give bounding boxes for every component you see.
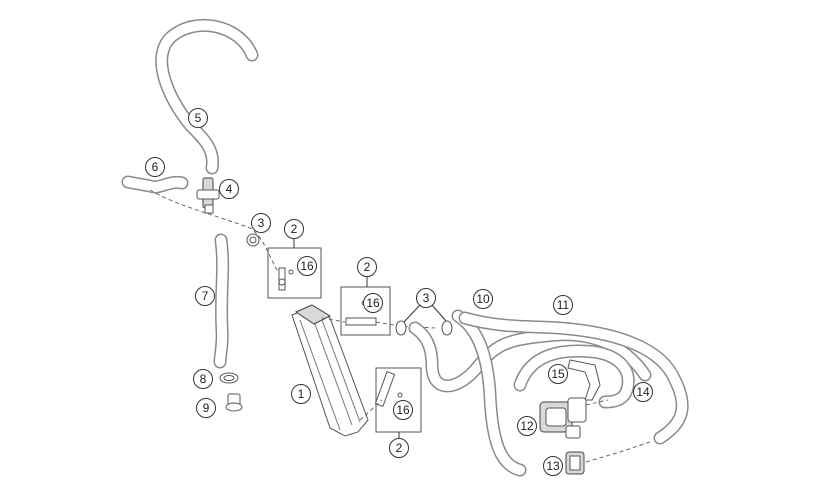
hose-7 (213, 233, 230, 369)
kit-box-2-middle (340, 286, 391, 336)
callout-14: 14 (633, 382, 653, 402)
svg-text:2: 2 (291, 222, 298, 236)
fitting-6 (121, 175, 189, 194)
svg-text:14: 14 (636, 385, 650, 399)
connector-line-upper (149, 189, 281, 276)
svg-text:15: 15 (551, 367, 565, 381)
callout-2-upper: 2 (284, 219, 304, 239)
svg-text:16: 16 (300, 259, 314, 273)
valve-4 (196, 177, 220, 214)
bracket-15 (567, 359, 601, 401)
callout-16-upper: 16 (297, 256, 317, 276)
svg-text:10: 10 (476, 292, 490, 306)
svg-text:3: 3 (258, 216, 265, 230)
callout-7: 7 (195, 286, 215, 306)
nozzle-lower (374, 371, 403, 407)
svg-text:8: 8 (200, 372, 207, 386)
clamp-3-left (395, 320, 407, 336)
svg-text:6: 6 (152, 160, 159, 174)
svg-text:7: 7 (202, 289, 209, 303)
callout-16-middle: 16 (363, 293, 383, 313)
callout-8: 8 (193, 369, 213, 389)
svg-text:16: 16 (396, 403, 410, 417)
svg-text:9: 9 (203, 401, 210, 415)
callout-1: 1 (291, 384, 311, 404)
leader-3-left (403, 304, 421, 323)
callout-16-lower: 16 (393, 400, 413, 420)
svg-text:5: 5 (195, 111, 202, 125)
callout-10: 10 (473, 289, 493, 309)
connector-line-lower (359, 399, 383, 421)
callout-6: 6 (145, 157, 165, 177)
nozzle-upper (278, 267, 294, 291)
leader-3-right (431, 304, 447, 322)
clamp-8 (219, 372, 239, 384)
hose-11-upper (458, 311, 689, 445)
callout-11: 11 (553, 295, 573, 315)
callout-3-middle: 3 (416, 288, 436, 308)
pump-12 (539, 397, 587, 439)
svg-text:3: 3 (423, 291, 430, 305)
connector-line-13 (585, 441, 651, 463)
callout-2-lower: 2 (389, 438, 409, 458)
svg-text:2: 2 (396, 441, 403, 455)
hose-14 (513, 344, 635, 409)
callout-13: 13 (543, 456, 563, 476)
svg-text:12: 12 (520, 419, 534, 433)
svg-text:13: 13 (546, 459, 560, 473)
callout-12: 12 (517, 416, 537, 436)
svg-text:4: 4 (226, 182, 233, 196)
callout-2-middle: 2 (357, 257, 377, 277)
hose-5 (155, 18, 259, 175)
svg-text:2: 2 (364, 260, 371, 274)
callout-15: 15 (548, 364, 568, 384)
callout-9: 9 (196, 398, 216, 418)
callout-5: 5 (188, 108, 208, 128)
connector-line-pump (585, 399, 609, 406)
hose-11 (451, 309, 527, 477)
callout-4: 4 (219, 179, 239, 199)
svg-text:11: 11 (557, 298, 570, 312)
plug-9 (225, 393, 243, 412)
callout-3-upper: 3 (251, 213, 271, 233)
svg-text:16: 16 (366, 296, 380, 310)
fitting-13 (565, 451, 585, 475)
clamp-3-upper (246, 233, 260, 247)
svg-text:1: 1 (298, 387, 305, 401)
clamp-3-right (441, 320, 453, 336)
reservoir-1 (291, 304, 369, 437)
